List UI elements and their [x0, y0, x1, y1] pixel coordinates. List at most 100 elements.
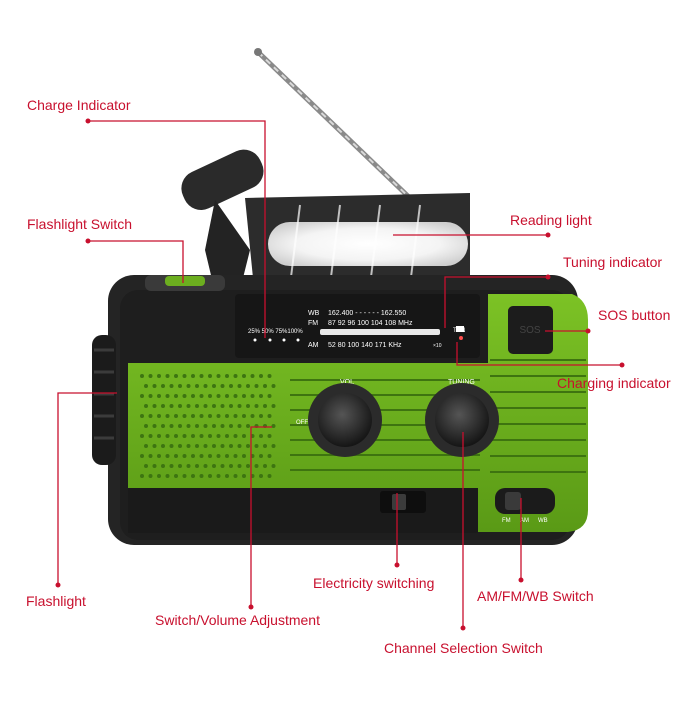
speaker-hole [148, 394, 153, 398]
tuning-indicator-led [456, 326, 464, 332]
volume-knob[interactable]: VOL OFF [296, 379, 382, 457]
battery-levels: 25% 50% 75%100% [248, 329, 303, 335]
speaker-hole [212, 384, 216, 388]
wb-label: WB [308, 310, 320, 317]
speaker-hole [178, 444, 182, 448]
label-sos-button: SOS button [598, 307, 671, 323]
speaker-hole [233, 414, 238, 418]
speaker-hole [271, 384, 276, 388]
speaker-hole [208, 414, 212, 418]
speaker-hole [259, 454, 263, 458]
speaker-hole [246, 384, 250, 388]
speaker-hole [254, 444, 259, 448]
speaker-hole [182, 434, 187, 438]
speaker-hole [242, 374, 246, 378]
speaker-hole [203, 464, 208, 468]
speaker-hole [208, 394, 212, 398]
callout-dots [55, 118, 625, 631]
am-label: AM [308, 342, 319, 349]
speaker-hole [186, 464, 191, 468]
speaker-hole [267, 414, 272, 418]
charge-indicator-leds [253, 338, 300, 342]
hand-crank[interactable] [175, 144, 269, 292]
speaker-hole [174, 394, 178, 398]
label-charging-indicator: Charging indicator [557, 375, 671, 391]
speaker-hole [250, 414, 255, 418]
speaker-hole [161, 464, 165, 468]
label-electricity-switching: Electricity switching [313, 575, 435, 591]
label-channel-selection: Channel Selection Switch [384, 640, 543, 656]
speaker-hole [246, 404, 250, 408]
antenna [254, 48, 415, 203]
speaker-hole [140, 454, 144, 458]
speaker-hole [267, 474, 272, 478]
speaker-hole [169, 404, 174, 408]
speaker-hole [259, 374, 263, 378]
speaker-hole [237, 444, 242, 448]
speaker-hole [144, 424, 148, 428]
label-switch-volume: Switch/Volume Adjustment [155, 612, 320, 628]
speaker-hole [140, 414, 144, 418]
speaker-hole [182, 374, 187, 378]
speaker-hole [152, 464, 157, 468]
speaker-hole [148, 434, 153, 438]
speaker-hole [178, 404, 182, 408]
speaker-hole [152, 384, 157, 388]
speaker-hole [216, 434, 221, 438]
speaker-hole [178, 384, 182, 388]
speaker-hole [165, 454, 170, 458]
sos-label: SOS [519, 325, 540, 336]
speaker-hole [157, 414, 161, 418]
speaker-hole [237, 464, 242, 468]
speaker-hole [191, 394, 195, 398]
speaker-hole [182, 454, 187, 458]
speaker-hole [169, 444, 174, 448]
sos-button[interactable]: SOS [508, 306, 553, 354]
speaker-hole [242, 394, 246, 398]
speaker-hole [195, 424, 199, 428]
speaker-hole [216, 374, 221, 378]
speaker-hole [195, 464, 199, 468]
speaker-hole [216, 474, 221, 478]
speaker-hole [191, 374, 195, 378]
speaker-hole [267, 454, 272, 458]
band-switch[interactable]: FM AM WB [495, 488, 555, 524]
flashlight-switch[interactable] [145, 275, 225, 291]
label-band-switch: AM/FM/WB Switch [477, 588, 594, 604]
speaker-hole [220, 444, 225, 448]
speaker-hole [174, 434, 178, 438]
speaker-hole [254, 464, 259, 468]
speaker-hole [199, 454, 204, 458]
reading-light[interactable] [245, 193, 470, 298]
speaker-hole [199, 474, 204, 478]
speaker-hole [259, 394, 263, 398]
speaker-hole [259, 434, 263, 438]
speaker-hole [254, 384, 259, 388]
speaker-hole [191, 454, 195, 458]
speaker-hole [148, 374, 153, 378]
speaker-hole [174, 454, 178, 458]
speaker-hole [203, 424, 208, 428]
speaker-hole [186, 444, 191, 448]
tuning-knob[interactable]: TUNING [425, 379, 499, 457]
speaker-hole [203, 384, 208, 388]
speaker-hole [186, 384, 191, 388]
speaker-hole [157, 454, 161, 458]
flashlight[interactable] [92, 335, 116, 465]
speaker-hole [259, 414, 263, 418]
speaker-hole [182, 474, 187, 478]
speaker-hole [242, 414, 246, 418]
band-wb: WB [538, 518, 548, 524]
fm-scale: 87 92 96 100 104 108 MHz [328, 320, 413, 327]
speaker-hole [144, 444, 148, 448]
speaker-hole [216, 454, 221, 458]
am-multiplier: ×10 [433, 343, 442, 349]
speaker-hole [161, 384, 165, 388]
callout-lines [57, 120, 622, 628]
electricity-switch[interactable] [380, 491, 426, 513]
speaker-hole [225, 414, 229, 418]
speaker-hole [242, 434, 246, 438]
speaker-hole [267, 434, 272, 438]
speaker-hole [174, 474, 178, 478]
speaker-hole [233, 394, 238, 398]
